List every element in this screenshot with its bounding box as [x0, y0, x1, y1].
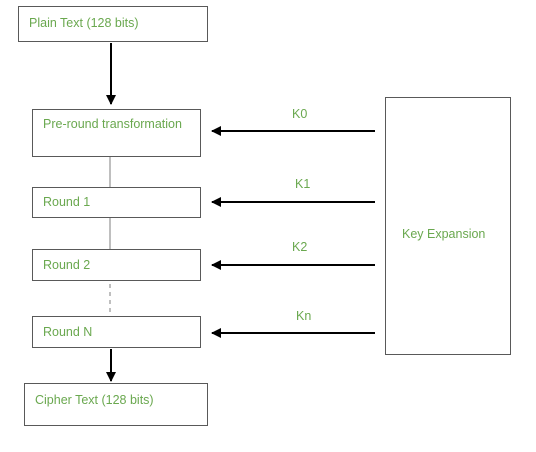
key-label-k0: K0 — [292, 107, 308, 121]
round-n-box: Round N — [32, 316, 201, 348]
round-n-label: Round N — [43, 325, 93, 339]
plain-text-box: Plain Text (128 bits) — [18, 6, 208, 42]
plain-text-label: Plain Text (128 bits) — [29, 16, 139, 30]
key-expansion-label: Key Expansion — [402, 227, 486, 241]
key-label-kn: Kn — [296, 309, 312, 323]
round-1-box: Round 1 — [32, 187, 201, 218]
key-label-k1: K1 — [295, 177, 311, 191]
round-1-label: Round 1 — [43, 195, 91, 209]
cipher-text-box: Cipher Text (128 bits) — [24, 383, 208, 426]
key-expansion-box: Key Expansion — [385, 97, 511, 355]
round-2-box: Round 2 — [32, 249, 201, 281]
round-2-label: Round 2 — [43, 258, 91, 272]
pre-round-label: Pre-round transformation — [43, 117, 182, 131]
key-label-k2: K2 — [292, 240, 308, 254]
cipher-text-label: Cipher Text (128 bits) — [35, 393, 154, 407]
pre-round-box: Pre-round transformation — [32, 109, 201, 157]
